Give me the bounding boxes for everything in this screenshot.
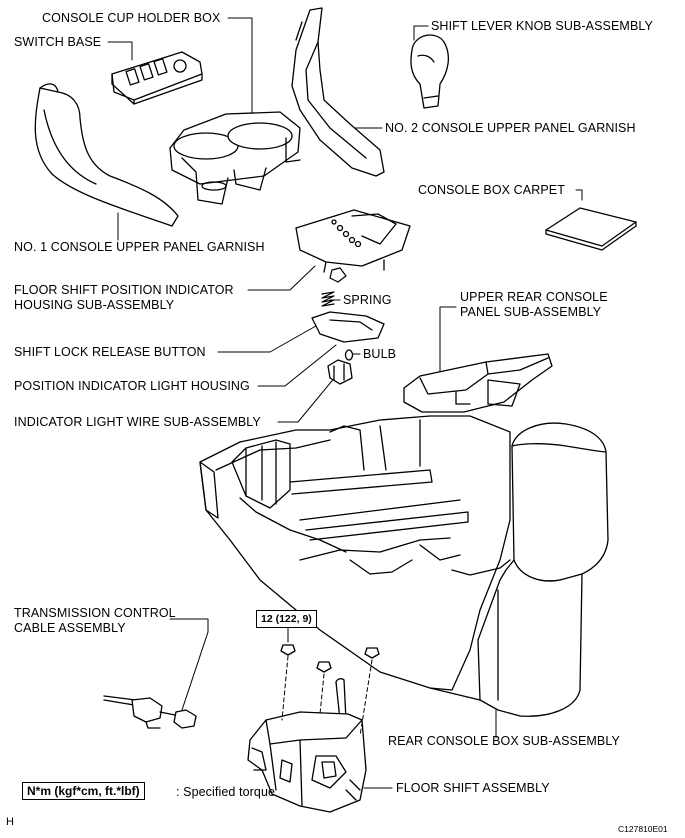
no1-garnish-part (34, 83, 179, 227)
no2-garnish-part (291, 7, 385, 177)
light-housing-part (327, 359, 353, 385)
label-bulb: BULB (363, 347, 397, 361)
shift-knob-part (410, 34, 450, 109)
label-shift-lever-knob: SHIFT LEVER KNOB SUB-ASSEMBLY (431, 19, 653, 33)
bulb-part (344, 349, 354, 361)
upper-rear-panel-part (403, 353, 553, 413)
rear-console-box-part (199, 415, 511, 691)
spring-part (321, 267, 347, 307)
label-rear-console-box: REAR CONSOLE BOX SUB-ASSEMBLY (388, 734, 620, 748)
label-spring: SPRING (343, 293, 392, 307)
transmission-cable-part (103, 695, 197, 729)
leader-lines (107, 17, 583, 789)
label-transmission-cable-line2: CABLE ASSEMBLY (14, 621, 126, 635)
switch-base-part (111, 51, 203, 105)
label-console-box-carpet: CONSOLE BOX CARPET (418, 183, 565, 197)
label-position-indicator-light-housing: POSITION INDICATOR LIGHT HOUSING (14, 379, 250, 393)
label-switch-base: SWITCH BASE (14, 35, 102, 49)
cup-holder-part (169, 111, 301, 205)
footer-letter: H (6, 816, 15, 828)
label-no1-console-upper-panel-garnish: NO. 1 CONSOLE UPPER PANEL GARNISH (14, 240, 265, 254)
label-shift-lock-release-button: SHIFT LOCK RELEASE BUTTON (14, 345, 206, 359)
label-floor-shift-assembly: FLOOR SHIFT ASSEMBLY (396, 781, 550, 795)
label-indicator-light-wire: INDICATOR LIGHT WIRE SUB-ASSEMBLY (14, 415, 261, 429)
carpet-part (545, 207, 637, 251)
figure-code: C127810E01 (618, 824, 668, 834)
label-transmission-cable-line1: TRANSMISSION CONTROL (14, 606, 176, 620)
label-console-cup-holder-box: CONSOLE CUP HOLDER BOX (42, 11, 221, 25)
floor-shift-assembly-part (247, 644, 380, 813)
label-no2-console-upper-panel-garnish: NO. 2 CONSOLE UPPER PANEL GARNISH (385, 121, 636, 135)
label-upper-rear-console-line2: PANEL SUB-ASSEMBLY (460, 305, 602, 319)
label-upper-rear-console-line1: UPPER REAR CONSOLE (460, 290, 608, 304)
legend-unit-box: N*m (kgf*cm, ft.*lbf) (22, 782, 145, 800)
torque-spec-box: 12 (122, 9) (256, 610, 317, 628)
shift-lock-button-part (311, 311, 385, 343)
indicator-housing-part (295, 209, 411, 273)
label-floor-shift-indicator-line1: FLOOR SHIFT POSITION INDICATOR (14, 283, 234, 297)
label-floor-shift-indicator-line2: HOUSING SUB-ASSEMBLY (14, 298, 175, 312)
armrest-lid-part (429, 422, 609, 717)
legend-description: : Specified torque (176, 785, 276, 799)
